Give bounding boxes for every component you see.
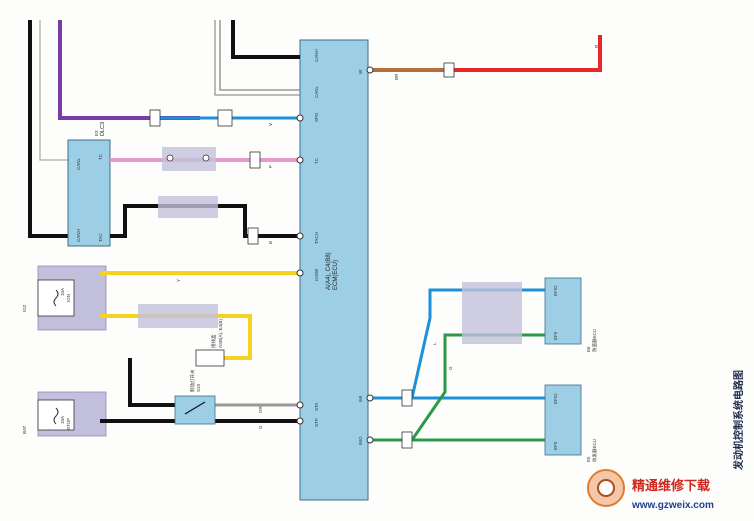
transponder-box (544, 384, 582, 456)
dlc3-box (67, 139, 111, 247)
ecu-pin-imo: IMO (358, 436, 363, 445)
ig-fuse-name: IG2 (22, 304, 27, 312)
pin-sta (296, 401, 304, 409)
junction-spd (217, 109, 233, 127)
wire-w-input (452, 35, 602, 72)
pin-imi (366, 394, 374, 402)
pin-w (366, 66, 374, 74)
junction-e4-code: ASB(A), E4(B) (218, 318, 223, 348)
bat-fuse-name: BAT (22, 425, 27, 434)
ecu-name: ECM(ECU) (333, 260, 339, 290)
immobiliser-label: E6 (586, 346, 591, 352)
ecu-box (299, 39, 369, 501)
immobiliser-sub: 防盗器ECU (591, 329, 598, 352)
wire-label-p: P (268, 165, 273, 168)
dlc3-label: DLC3 (100, 122, 106, 136)
dlc3-pin-tc: TC (98, 153, 103, 160)
watermark-logo-inner (597, 479, 615, 497)
watermark-url: www.gzweix.com (631, 500, 714, 511)
transponder-pin-efio: EFIO (553, 393, 558, 404)
connector-tach (247, 227, 259, 245)
pin-imo (366, 436, 374, 444)
pin-tc (296, 156, 304, 164)
wire-label-br: BR (394, 73, 399, 80)
ig-fuse-rating: 10A (60, 288, 65, 296)
diagram-caption: 发动机控制系统电路图 (732, 370, 745, 471)
junction-igsw (138, 304, 218, 328)
ig-fuse-icon (53, 289, 59, 307)
watermark: 精通维修下载 www.gzweix.com (587, 469, 714, 511)
junction-imm (462, 282, 522, 344)
connector-tc (249, 151, 261, 169)
pin-tc-a (166, 154, 174, 162)
ecu-pin-canl: CANL (314, 85, 319, 98)
transponder-sub: 收发器ECU (591, 439, 598, 462)
ecu-pin-w: W (358, 69, 363, 74)
wire-label-g2: G (448, 366, 453, 370)
wire-canl (219, 20, 300, 91)
wire-imo (372, 333, 545, 442)
stop-switch-sub: 制动灯开关 (189, 369, 196, 392)
wire-left-black (28, 20, 70, 238)
ecu-pin-sta: STA (314, 403, 319, 411)
wire-label-r: R (594, 44, 599, 48)
bat-fuse-icon (53, 407, 59, 425)
ecu-pin-tach: TACH (314, 232, 319, 244)
ecu-pin-tc: TC (314, 157, 319, 164)
wire-label-gr: GR (258, 405, 263, 413)
ecu-pin-labels-bottom: W IMI IMO (358, 69, 363, 445)
bat-fuse-body (37, 399, 75, 431)
dlc3-pin-canh: CANH (76, 229, 81, 242)
immobiliser-pin-efii: EFII (553, 332, 558, 340)
junction-e4-label: 接线盒 (210, 334, 217, 348)
watermark-text: 精通维修下载 (632, 478, 710, 494)
dlc3-pin-canl: CANL (76, 157, 81, 170)
ig-fuse-label: IGN (66, 294, 71, 302)
wire-sta-black (128, 358, 175, 407)
pin-tach (296, 232, 304, 240)
wire-canl-b (214, 20, 300, 96)
wire-label-b: B (268, 241, 273, 244)
stop-switch-box (174, 395, 216, 425)
wire-canh (231, 20, 300, 59)
pin-spd (296, 114, 304, 122)
bat-fuse-rating: 10A (60, 416, 65, 424)
pin-tc-b (202, 154, 210, 162)
immobiliser-pin-efio: EFIO (553, 285, 558, 296)
wire-label-l: L (432, 342, 437, 345)
junction-e4-box (195, 349, 225, 367)
dlc3-pin-tac: TAC (98, 233, 103, 242)
ecu-pin-canh: CANH (314, 49, 319, 62)
bat-fuse-label: STOP (66, 418, 71, 430)
junction-tach (158, 196, 218, 218)
wire-left-purple (58, 20, 150, 120)
wire-label-y: Y (176, 279, 181, 282)
ecu-pin-imi: IMI (358, 396, 363, 402)
transponder-pin-efii: EFII (553, 442, 558, 450)
pin-igsw (296, 269, 304, 277)
dlc3-sub: E3 (94, 130, 99, 136)
connector-imo (401, 431, 413, 449)
wire-label-g: G (258, 425, 263, 429)
ecu-pin-igsw: IGSW (314, 268, 319, 281)
pin-stp (296, 417, 304, 425)
ecu-pin-labels-top: CANH CANL SPD TC TACH IGSW STA STP (314, 49, 319, 427)
connector-imi (401, 389, 413, 407)
stop-switch-contact (184, 401, 206, 415)
wire-left-white (39, 20, 70, 161)
ecu-pin-spd: SPD (314, 112, 319, 122)
connector-spd (149, 109, 161, 127)
connector-w (443, 62, 455, 78)
wire-label-v: V (268, 123, 273, 126)
immobiliser-box (544, 277, 582, 345)
ecu-subname: A(A4), C4(B8) (326, 252, 332, 290)
stop-switch-label: S19 (196, 383, 201, 392)
transponder-label: E5 (586, 456, 591, 462)
ecu-pin-stp: STP (314, 418, 319, 427)
